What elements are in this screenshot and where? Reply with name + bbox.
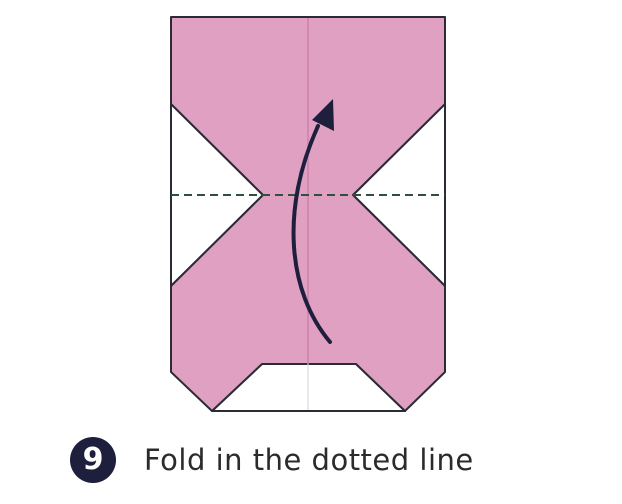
step-number: 9 (82, 442, 104, 477)
step-caption: 9 Fold in the dotted line (70, 436, 474, 484)
step-number-badge: 9 (70, 437, 116, 483)
step-instruction: Fold in the dotted line (144, 443, 474, 477)
curved-up-arrow-icon (291, 99, 334, 344)
